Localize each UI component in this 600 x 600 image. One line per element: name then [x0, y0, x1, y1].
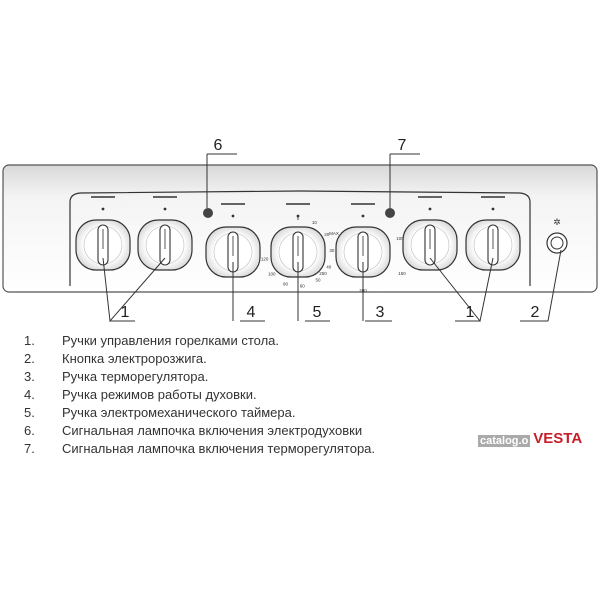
- legend: 1. Ручки управления горелками стола. 2. Кно…: [24, 332, 375, 458]
- thermostat-scale-label: 100: [396, 236, 404, 241]
- legend-number: 2.: [24, 351, 35, 366]
- burner-knob[interactable]: [465, 196, 521, 271]
- legend-number: 1.: [24, 333, 35, 348]
- callout-line: [206, 153, 237, 208]
- timer-scale-label: 10: [312, 220, 318, 225]
- callout-line: [362, 262, 392, 322]
- legend-item: 4. Ручка режимов работы духовки.: [24, 386, 375, 404]
- legend-item: 5. Ручка электромеханического таймера.: [24, 404, 375, 422]
- callout-line: [520, 249, 562, 322]
- logo: catalog.o VESTA: [478, 430, 582, 447]
- oven-signal-lamp: [203, 208, 213, 218]
- timer-scale-label: 30: [329, 248, 335, 253]
- timer-scale-label: 20: [324, 232, 330, 237]
- catalog-watermark: catalog.o: [478, 435, 531, 447]
- legend-number: 7.: [24, 441, 35, 456]
- callout-number: 7: [398, 137, 407, 154]
- callout-number: 6: [214, 137, 223, 154]
- legend-text: Ручка режимов работы духовки.: [62, 387, 257, 402]
- legend-item: 7. Сигнальная лампочка включения терморег…: [24, 440, 375, 458]
- callout-line: [389, 153, 420, 208]
- thermostat-knob[interactable]: [335, 203, 391, 278]
- thermostat-signal-lamp: [385, 208, 395, 218]
- legend-number: 4.: [24, 387, 35, 402]
- vesta-logo: VESTA: [533, 430, 583, 447]
- timer-scale-label: 40: [326, 264, 332, 269]
- legend-number: 6.: [24, 423, 35, 438]
- legend-item: 6. Сигнальная лампочка включения электрод…: [24, 422, 375, 440]
- legend-number: 5.: [24, 405, 35, 420]
- legend-text: Сигнальная лампочка включения терморегул…: [62, 441, 376, 456]
- burner-knob[interactable]: [75, 196, 131, 271]
- timer-scale-label: 100: [268, 272, 276, 277]
- inner-panel-outline: [69, 190, 531, 286]
- legend-item: 3. Ручка терморегулятора.: [24, 368, 375, 386]
- callout-number: 5: [313, 304, 322, 321]
- thermostat-scale-label: 250: [319, 271, 327, 276]
- callout-line: [429, 257, 494, 323]
- callout-number: 4: [247, 304, 256, 321]
- legend-text: Сигнальная лампочка включения электродух…: [62, 423, 363, 438]
- thermostat-scale-label: MAX: [329, 231, 339, 236]
- callout-number: 3: [376, 304, 385, 321]
- legend-text: Ручка электромеханического таймера.: [62, 405, 296, 420]
- legend-text: Ручки управления горелками стола.: [62, 333, 280, 348]
- burner-knob[interactable]: [402, 196, 458, 271]
- callout-number: 1: [121, 304, 130, 321]
- legend-number: 3.: [24, 369, 35, 384]
- timer-scale-label: 60: [300, 284, 306, 289]
- legend-text: Ручка терморегулятора.: [62, 369, 209, 384]
- callout-line: [102, 257, 166, 323]
- callout-number: 2: [531, 304, 540, 321]
- ignition-button[interactable]: ✲: [546, 217, 568, 254]
- callout-line: [232, 262, 265, 322]
- timer-scale-label: 50: [315, 278, 321, 283]
- legend-item: 1. Ручки управления горелками стола.: [24, 332, 375, 350]
- legend-item: 2. Кнопка электророзжига.: [24, 350, 375, 368]
- svg-text:✲: ✲: [553, 217, 561, 227]
- thermostat-scale-label: 150: [398, 271, 406, 276]
- callout-number: 1: [466, 304, 475, 321]
- timer-knob[interactable]: [270, 203, 326, 278]
- burner-knob[interactable]: [137, 196, 193, 271]
- legend-text: Кнопка электророзжига.: [62, 351, 207, 366]
- timer-scale-label: 0: [297, 216, 300, 221]
- timer-scale-label: 90: [283, 282, 289, 287]
- timer-scale-label: 120: [261, 256, 269, 261]
- callout-line: [297, 262, 330, 322]
